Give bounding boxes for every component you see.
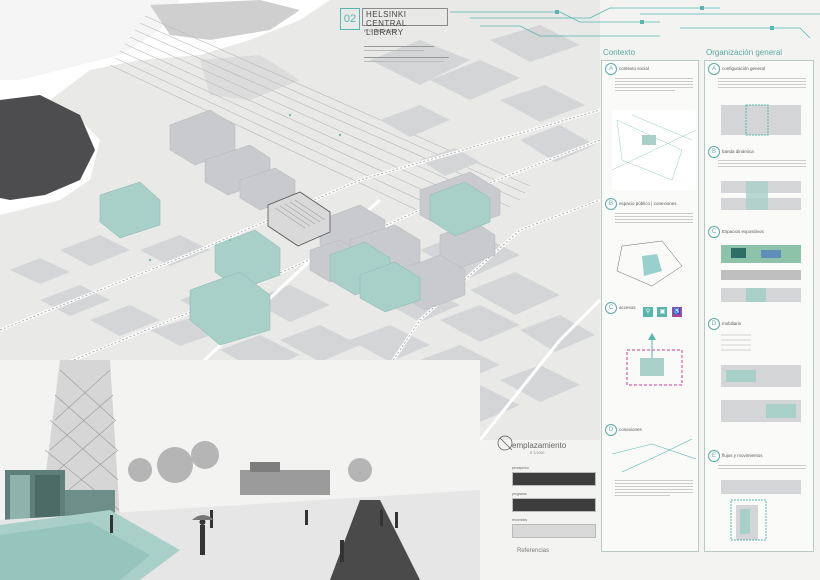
org-heading-d: mobiliario [722, 321, 742, 326]
project-title: HELSINKI CENTRAL LIBRARY [362, 8, 448, 37]
context-heading-b: espacio público | conexiones [619, 201, 677, 206]
org-heading-b: banda dinámica [722, 149, 754, 154]
reference-strip-program [512, 498, 596, 512]
org-heading-a: configuración general [722, 66, 766, 71]
organization-title: Organización general [706, 48, 783, 57]
org-badge-d: D [708, 318, 720, 330]
org-diagram-c [721, 245, 801, 302]
context-badge-a: A [605, 63, 617, 75]
context-heading-a: contexto social [619, 66, 649, 71]
org-heading-c: Espacios expositivos [722, 229, 764, 234]
org-badge-e: E [708, 450, 720, 462]
org-text-e [718, 463, 806, 469]
context-title: Contexto [603, 48, 636, 57]
context-diagram-c [626, 333, 683, 386]
organization-panel [704, 60, 814, 552]
org-diagram-a [721, 104, 801, 136]
context-diagram-d [612, 438, 696, 473]
context-diagram-b [616, 240, 683, 287]
references-title: Referencias [517, 548, 550, 554]
org-text-b [718, 158, 806, 167]
context-badge-b: B [605, 198, 617, 210]
access-icons: ⚲ ▣ ♿ [643, 300, 682, 318]
org-badge-a: A [708, 63, 720, 75]
sheet-number: 02 [340, 8, 360, 30]
reference-label-perception: percepción [512, 466, 529, 470]
context-text-a [615, 76, 693, 91]
accessibility-icon: ♿ [671, 307, 682, 317]
reference-label-routes: recorridos [512, 518, 528, 522]
render-perspective [0, 360, 480, 580]
project-subtitle: PFC · FINLANDIA [364, 28, 397, 33]
title-info-lines [364, 44, 474, 62]
bus-icon: ▣ [657, 307, 668, 317]
org-heading-e: flujos y movimientos [722, 453, 763, 458]
org-badge-c: C [708, 226, 720, 238]
site-plan-label: emplazamiento [512, 441, 567, 450]
org-diagram-d [721, 334, 801, 422]
org-badge-b: B [708, 146, 720, 158]
org-diagram-b [721, 181, 801, 210]
context-text-d [615, 478, 693, 496]
context-diagram-a [612, 110, 696, 190]
context-text-b [615, 211, 693, 223]
reference-strip-perception [512, 472, 596, 486]
reference-strip-routes [512, 524, 596, 538]
context-badge-d: D [605, 424, 617, 436]
context-badge-c: C [605, 302, 617, 314]
context-heading-d: conexiones [619, 427, 642, 432]
org-diagram-e [721, 480, 801, 541]
bike-icon: ⚲ [643, 307, 653, 317]
reference-label-program: programa [512, 492, 527, 496]
org-text-a [718, 76, 806, 88]
context-heading-c: accesos [619, 305, 636, 310]
site-plan-scale: E 1/1000 [530, 451, 545, 455]
